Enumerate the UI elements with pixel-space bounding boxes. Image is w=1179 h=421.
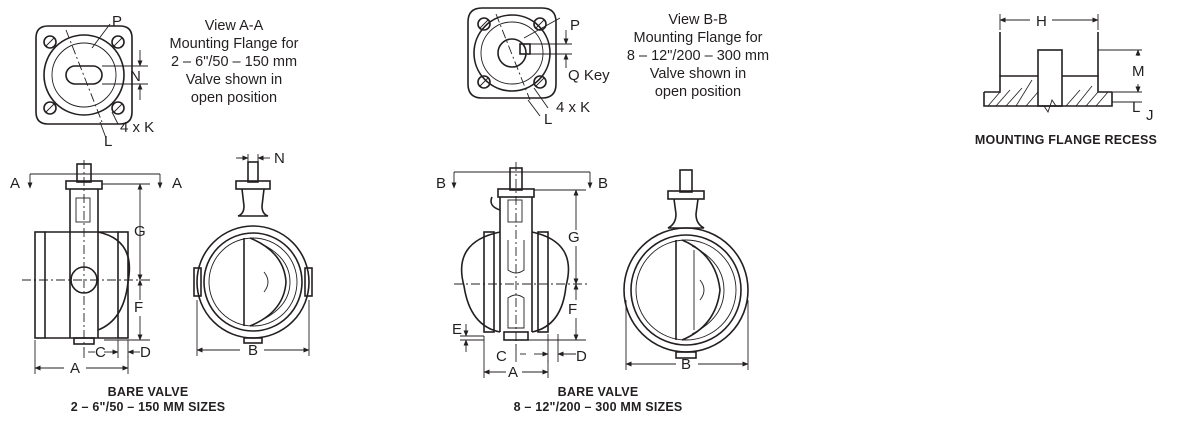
view-bb-line-4: open position bbox=[655, 84, 741, 100]
view-aa-line-4: open position bbox=[191, 90, 277, 106]
recess-label-h: H bbox=[1036, 13, 1047, 30]
view-aa-line-3: Valve shown in bbox=[186, 72, 282, 88]
large-caption-line-2: 8 – 12"/200 – 300 MM SIZES bbox=[514, 400, 683, 414]
view-bb-line-1: Mounting Flange for bbox=[634, 30, 763, 46]
view-aa-note: View A-A Mounting Flange for 2 – 6"/50 –… bbox=[170, 18, 299, 106]
large-valve-end-view: B bbox=[623, 169, 749, 373]
view-aa-label-l: L bbox=[104, 133, 112, 150]
small-label-g: G bbox=[134, 223, 146, 240]
view-bb-label-p: P bbox=[570, 17, 580, 34]
small-label-d: D bbox=[140, 344, 151, 361]
view-bb-line-2: 8 – 12"/200 – 300 mm bbox=[627, 48, 769, 64]
small-caption-line-1: BARE VALVE bbox=[108, 385, 189, 399]
large-label-d: D bbox=[576, 348, 587, 365]
small-caption-line-2: 2 – 6"/50 – 150 MM SIZES bbox=[71, 400, 226, 414]
view-aa-label-p: P bbox=[112, 13, 122, 30]
small-valve-side-view: A A G F C D A bbox=[10, 160, 182, 377]
view-aa-label-n: N bbox=[130, 68, 141, 85]
large-caption-line-1: BARE VALVE bbox=[558, 385, 639, 399]
large-label-f: F bbox=[568, 301, 577, 318]
small-valve-end-view: N B bbox=[193, 150, 313, 359]
view-bb-note: View B-B Mounting Flange for 8 – 12"/200… bbox=[627, 12, 769, 100]
view-aa-label-k: 4 x K bbox=[120, 119, 154, 136]
large-valve-side-view: B B G F E C D bbox=[436, 162, 608, 381]
large-end-label-b: B bbox=[681, 356, 691, 373]
view-aa-line-1: Mounting Flange for bbox=[170, 36, 299, 52]
recess-section: H M L J MOUNTING FLANGE RECESS bbox=[975, 13, 1157, 147]
large-valve-caption: BARE VALVE 8 – 12"/200 – 300 MM SIZES bbox=[514, 385, 683, 414]
small-label-a-dim: A bbox=[70, 360, 80, 377]
view-bb-flange: P Q Key L 4 x K bbox=[467, 7, 610, 128]
view-bb-label-k: 4 x K bbox=[556, 99, 590, 116]
small-end-label-b: B bbox=[248, 342, 258, 359]
recess-label-m: M bbox=[1132, 63, 1145, 80]
view-aa-line-2: 2 – 6"/50 – 150 mm bbox=[171, 54, 297, 70]
large-label-b-right: B bbox=[598, 175, 608, 192]
small-label-a-right: A bbox=[172, 175, 182, 192]
small-label-f: F bbox=[134, 299, 143, 316]
large-label-e: E bbox=[452, 321, 462, 338]
small-label-c: C bbox=[95, 344, 106, 361]
small-valve-caption: BARE VALVE 2 – 6"/50 – 150 MM SIZES bbox=[71, 385, 226, 414]
view-aa-title: View A-A bbox=[205, 18, 264, 34]
large-label-b-left: B bbox=[436, 175, 446, 192]
large-label-g: G bbox=[568, 229, 580, 246]
view-bb-label-q: Q Key bbox=[568, 67, 610, 84]
recess-caption: MOUNTING FLANGE RECESS bbox=[975, 133, 1157, 147]
recess-label-j: J bbox=[1146, 107, 1154, 124]
view-bb-line-3: Valve shown in bbox=[650, 66, 746, 82]
view-bb-label-l: L bbox=[544, 111, 552, 128]
small-end-label-n: N bbox=[274, 150, 285, 167]
large-label-c: C bbox=[496, 348, 507, 365]
large-label-a-dim: A bbox=[508, 364, 518, 381]
small-label-a-left: A bbox=[10, 175, 20, 192]
view-aa-flange: P N L 4 x K bbox=[35, 13, 154, 150]
view-bb-title: View B-B bbox=[668, 12, 727, 28]
recess-label-l: L bbox=[1132, 99, 1140, 116]
